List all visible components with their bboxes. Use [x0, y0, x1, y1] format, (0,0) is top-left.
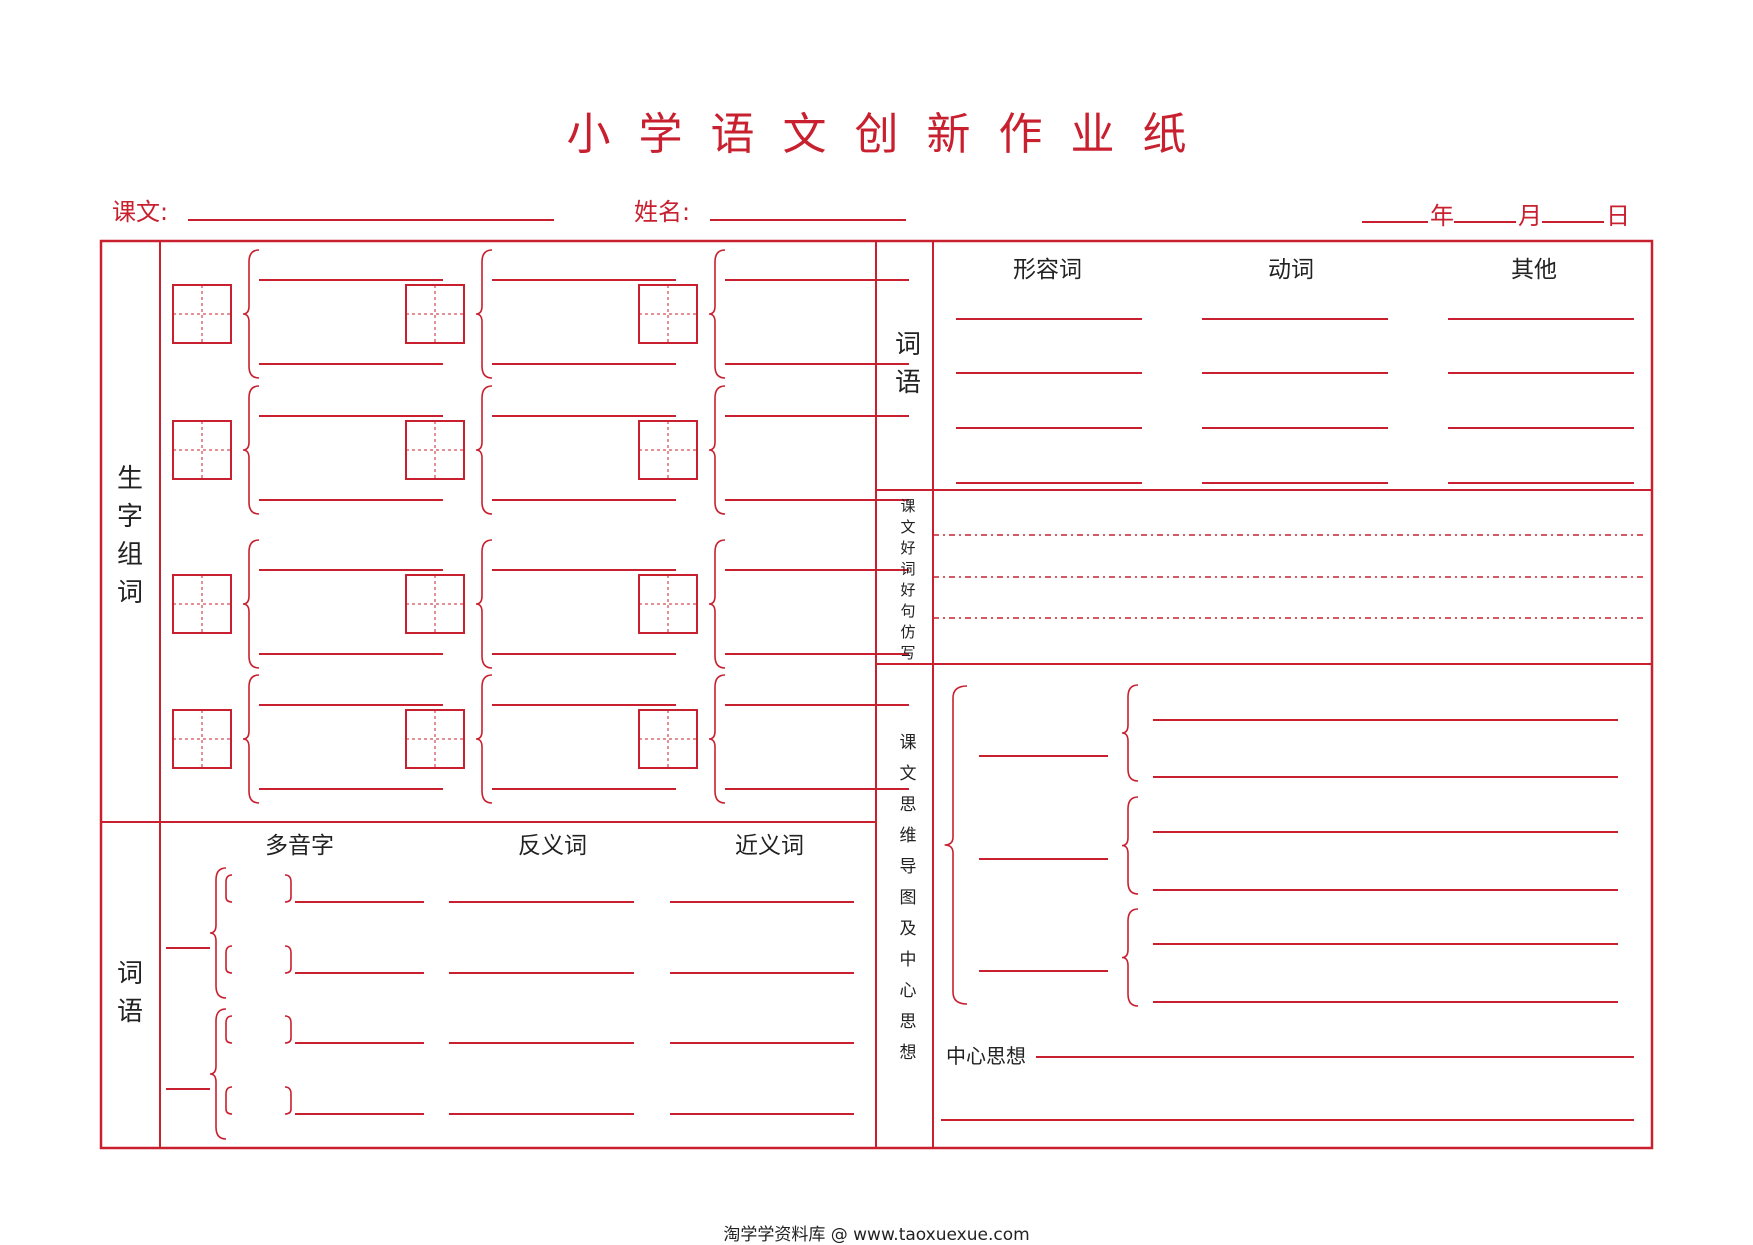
mind-map-label: 课文思维导图及中心思想: [880, 728, 936, 1069]
character-brace: [708, 674, 726, 804]
character-brace: [242, 674, 260, 804]
central-idea-label: 中心思想: [946, 1044, 1026, 1068]
mindmap-sub-brace: [1121, 796, 1139, 895]
bracket-left: [225, 874, 233, 903]
rb-label-char: 文: [899, 764, 917, 784]
polyphone-brace: [209, 1008, 227, 1140]
rm-label-char: 好: [900, 539, 916, 557]
character-brace: [475, 674, 493, 804]
lesson-input[interactable]: [188, 181, 558, 223]
rb-label-char: 中: [899, 950, 917, 970]
column-antonym: 反义词: [518, 833, 587, 859]
lb-label-char: 语: [116, 997, 143, 1027]
character-brace: [475, 249, 493, 379]
bracket-right: [284, 945, 292, 974]
polyphone-brace: [209, 867, 227, 999]
footer: 淘学学资料库 @ www.taoxuexue.com: [723, 1225, 1030, 1245]
mindmap-sub-brace: [1121, 684, 1139, 782]
rb-label-char: 图: [899, 888, 917, 908]
character-brace: [242, 249, 260, 379]
words-label-right: 词语: [880, 326, 936, 402]
character-brace: [475, 385, 493, 515]
day-input[interactable]: [1542, 185, 1608, 227]
rt-label-char: 语: [894, 368, 921, 398]
rb-label-char: 想: [899, 1043, 917, 1063]
character-brace: [708, 249, 726, 379]
lt-label-char: 词: [116, 578, 143, 608]
column-other: 其他: [1511, 257, 1557, 283]
name-label: 姓名:: [634, 198, 691, 226]
character-brace: [708, 539, 726, 669]
bracket-right: [284, 874, 292, 903]
column-polyphone: 多音字: [265, 833, 334, 859]
rb-label-char: 维: [899, 826, 917, 846]
rb-label-char: 思: [899, 795, 917, 815]
mindmap-main-brace: [944, 685, 968, 1005]
rm-label-char: 词: [900, 560, 916, 578]
rb-label-char: 心: [899, 981, 917, 1001]
rt-label-char: 词: [894, 330, 921, 360]
year-label: 年: [1430, 202, 1454, 230]
rm-label-char: 仿: [900, 623, 916, 641]
bracket-left: [225, 945, 233, 974]
lt-label-char: 字: [116, 502, 143, 532]
column-synonym: 近义词: [735, 833, 804, 859]
rm-label-char: 好: [900, 581, 916, 599]
bracket-left: [225, 1086, 233, 1115]
month-label: 月: [1518, 202, 1542, 230]
name-input[interactable]: [710, 181, 910, 223]
bracket-right: [284, 1086, 292, 1115]
month-input[interactable]: [1454, 185, 1520, 227]
day-label: 日: [1606, 202, 1630, 230]
lesson-label: 课文:: [112, 198, 169, 226]
lt-label-char: 组: [116, 540, 143, 570]
mindmap-sub-brace: [1121, 908, 1139, 1007]
lt-label-char: 生: [116, 464, 143, 494]
year-input[interactable]: [1362, 185, 1432, 227]
rm-label-char: 文: [900, 518, 916, 536]
character-brace: [242, 385, 260, 515]
character-brace: [475, 539, 493, 669]
rm-label-char: 写: [900, 644, 916, 662]
page-title: 小学语文创新作业纸: [566, 109, 1215, 160]
rb-label-char: 思: [899, 1012, 917, 1032]
rm-label-char: 句: [900, 602, 916, 620]
column-adjective: 形容词: [1013, 257, 1082, 283]
rb-label-char: 课: [899, 733, 917, 753]
words-label-left: 词语: [102, 955, 158, 1031]
rm-label-char: 课: [900, 497, 916, 515]
rb-label-char: 导: [899, 857, 917, 877]
bracket-right: [284, 1015, 292, 1044]
imitation-writing-label: 课文好词好句仿写: [880, 496, 936, 664]
rb-label-char: 及: [899, 919, 917, 939]
column-verb: 动词: [1268, 257, 1314, 283]
characters-words-label: 生字组词: [102, 460, 158, 612]
bracket-left: [225, 1015, 233, 1044]
character-brace: [708, 385, 726, 515]
lb-label-char: 词: [116, 959, 143, 989]
character-brace: [242, 539, 260, 669]
